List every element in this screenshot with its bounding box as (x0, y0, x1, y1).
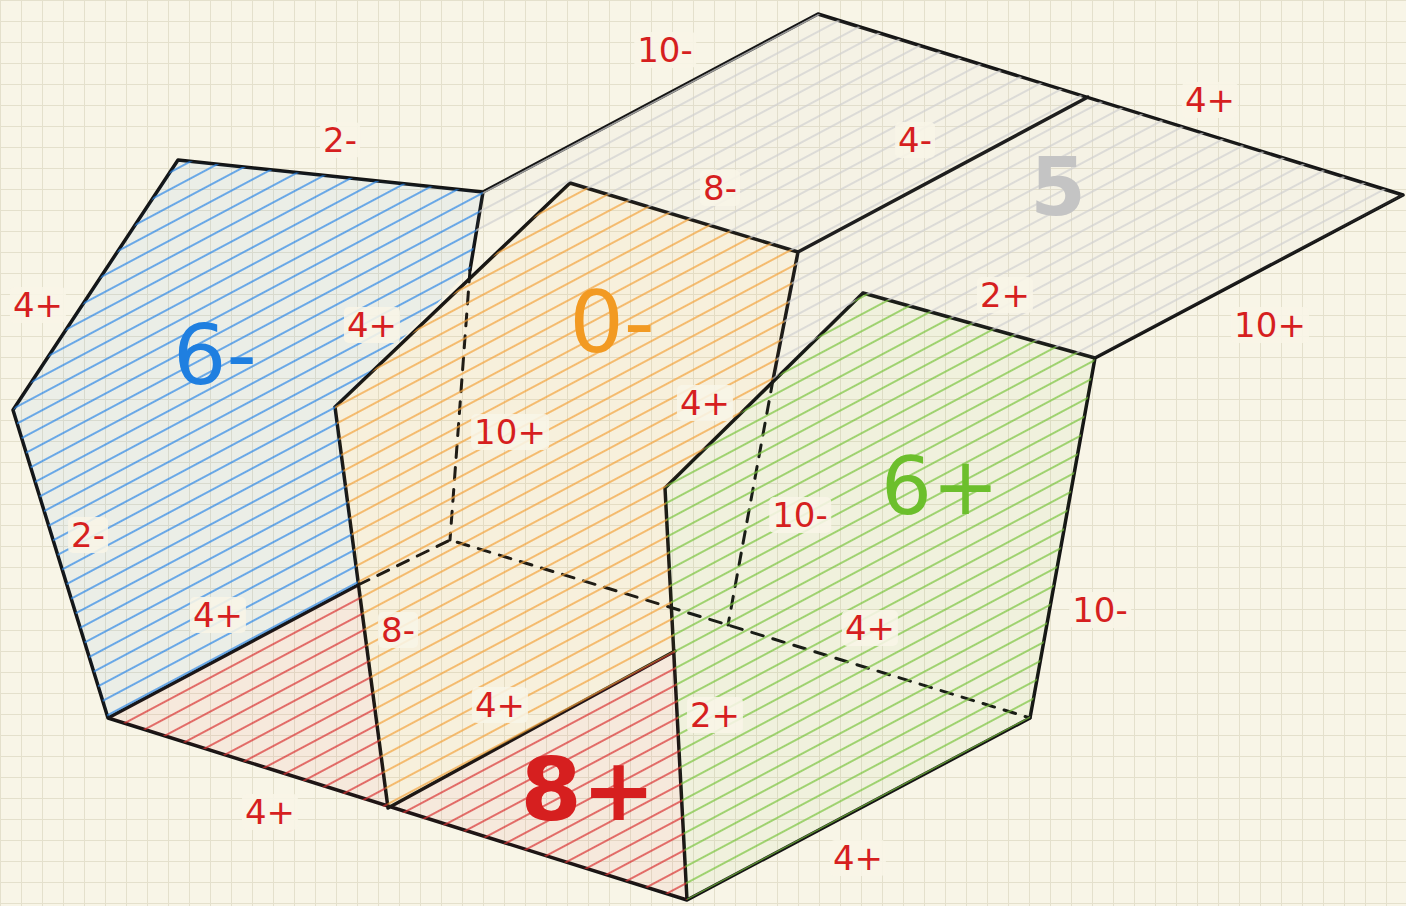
face-number: 6- (173, 313, 257, 397)
edge-label: 4+ (830, 840, 886, 876)
edge-label: 10+ (1231, 307, 1309, 343)
edge-label: 4+ (190, 597, 246, 633)
face-hatching (108, 585, 687, 900)
solid-edges (13, 14, 1403, 900)
face-shape (665, 293, 1095, 900)
edge-label: 8- (700, 170, 740, 206)
face-tint (108, 585, 687, 900)
edge-label: 10- (769, 497, 831, 533)
edge-label: 4+ (242, 794, 298, 830)
edge-label: 4- (895, 122, 935, 158)
face-number: 8+ (521, 746, 656, 834)
edge-label: 2- (320, 122, 360, 158)
face-number: 0- (569, 279, 655, 365)
edge-label: 4+ (677, 385, 733, 421)
face: 6+ (665, 293, 1095, 900)
edge-label: 10- (1069, 592, 1131, 628)
edge-label: 2- (68, 517, 108, 553)
edge-label: 8- (378, 612, 418, 648)
edge-label: 4+ (344, 307, 400, 343)
edge-label: 10+ (471, 414, 549, 450)
edge-label: 10- (634, 32, 696, 68)
edge-label: 4+ (472, 687, 528, 723)
face-number: 5 (1030, 148, 1086, 228)
edge-label: 2+ (977, 277, 1033, 313)
edge-label: 2+ (687, 697, 743, 733)
edge-label: 4+ (10, 287, 66, 323)
edge-label: 4+ (1182, 82, 1238, 118)
edge-label: 4+ (842, 610, 898, 646)
face-tint (665, 293, 1095, 900)
face-number: 6+ (881, 447, 999, 527)
face-hatching (665, 293, 1095, 900)
